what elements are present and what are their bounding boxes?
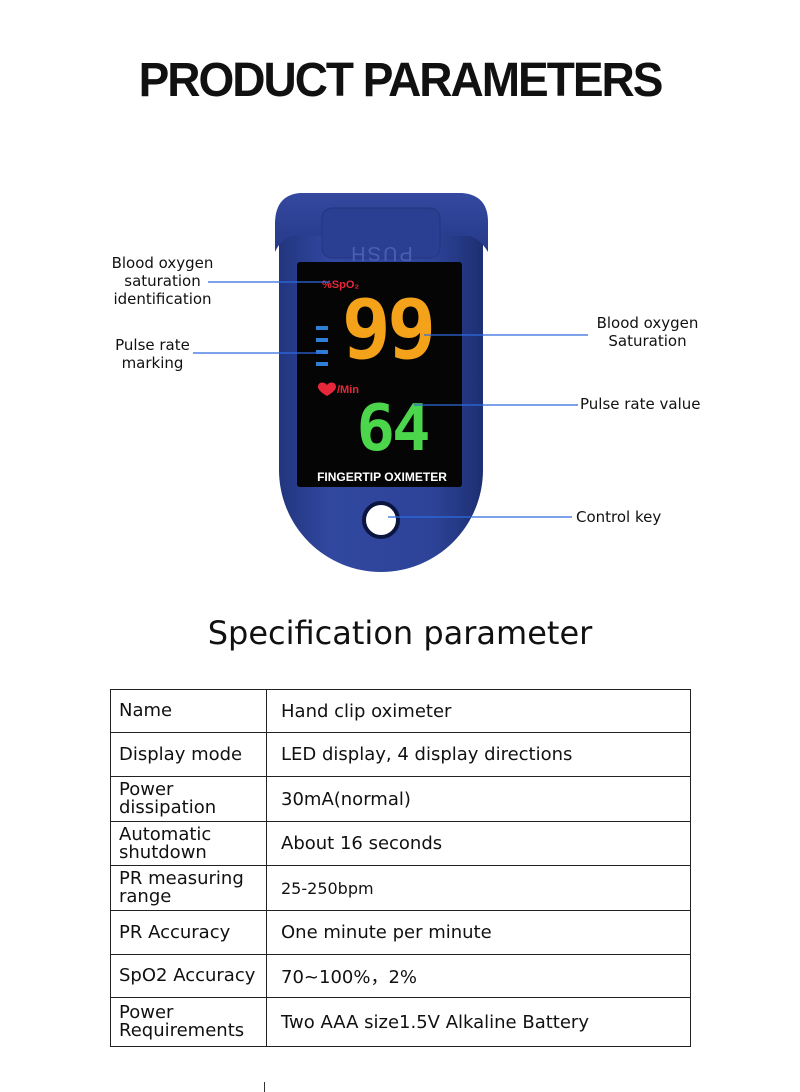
table-row: Power dissipation 30mA(normal) [110, 776, 691, 822]
pr-unit: /Min [337, 384, 359, 396]
spec-value: Two AAA size1.5V Alkaline Battery [266, 997, 691, 1047]
pulse-bar [316, 350, 328, 354]
spec-key: Power Requirements [110, 997, 267, 1047]
callout-pulse-rate-marking: Pulse rate marking [115, 336, 190, 372]
spec-section-title: Specification parameter [207, 614, 593, 652]
spec-value: 70~100%，2% [266, 954, 691, 998]
spec-value: About 16 seconds [266, 821, 691, 866]
callout-control-key: Control key [576, 508, 662, 526]
spec-key: Display mode [110, 732, 267, 777]
heart-icon [318, 382, 336, 396]
pulse-bar [316, 338, 328, 342]
spec-key: PR measuring range [110, 865, 267, 911]
spec-value: LED display, 4 display directions [266, 732, 691, 777]
table-row: Automatic shutdown About 16 seconds [110, 821, 691, 866]
display-screen [297, 262, 462, 487]
table-row: PR measuring range 25-250bpm [110, 865, 691, 911]
pulse-bar [316, 326, 328, 330]
spec-key: SpO2 Accuracy [110, 954, 267, 998]
table-row: Power Requirements Two AAA size1.5V Alka… [110, 997, 691, 1047]
oximeter-illustration: PUSH %SpO₂ 99 /Min 64 FINGERTIP OXIMETER [193, 193, 588, 572]
spec-key: PR Accuracy [110, 910, 267, 955]
model-text: FINGERTIP OXIMETER [317, 470, 447, 484]
page-title: PRODUCT PARAMETERS [138, 51, 664, 107]
callout-pulse-rate-value: Pulse rate value [580, 395, 701, 413]
divider-tick [264, 1082, 265, 1092]
push-text: PUSH [349, 242, 413, 264]
spo2-value: 99 [342, 283, 433, 378]
callout-blood-oxygen-saturation: Blood oxygen Saturation [596, 314, 699, 350]
spec-value: One minute per minute [266, 910, 691, 955]
control-key-button [362, 501, 400, 539]
spec-value: Hand clip oximeter [266, 689, 691, 733]
table-row: Name Hand clip oximeter [110, 689, 691, 733]
spec-table: Name Hand clip oximeter Display mode LED… [110, 689, 691, 1047]
pr-value: 64 [356, 392, 428, 466]
pulse-bar [316, 362, 328, 366]
spec-value: 25-250bpm [266, 865, 691, 911]
spec-key: Power dissipation [110, 776, 267, 822]
table-row: SpO2 Accuracy 70~100%，2% [110, 954, 691, 998]
spec-value: 30mA(normal) [266, 776, 691, 822]
table-row: Display mode LED display, 4 display dire… [110, 732, 691, 777]
spec-key: Name [110, 689, 267, 733]
callout-spo2-identification: Blood oxygen saturation identification [111, 254, 214, 308]
table-row: PR Accuracy One minute per minute [110, 910, 691, 955]
spo2-symbol: %SpO₂ [322, 279, 359, 291]
spec-key: Automatic shutdown [110, 821, 267, 866]
